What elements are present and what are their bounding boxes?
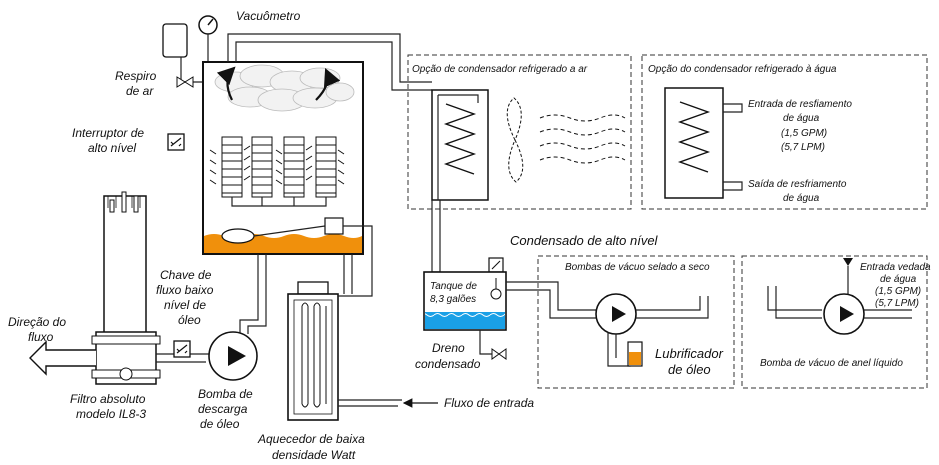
- water-condenser: [664, 87, 743, 199]
- air-condenser-option-box: [407, 54, 632, 210]
- entrada-vedada-1: Entrada vedada: [860, 262, 931, 273]
- dreno-label-1: Dreno: [432, 341, 465, 355]
- entrada-resfriamento-3: (1,5 GPM): [781, 128, 827, 139]
- opcao-agua-label: Opção do condensador refrigerado à água: [648, 64, 837, 75]
- float: [221, 228, 255, 244]
- anel-liquido-label: Bomba de vácuo de anel líquido: [760, 358, 903, 369]
- water-condenser-option-box: [641, 54, 928, 210]
- tank-high-level-switch-icon: [488, 257, 504, 273]
- tank-to-pump-line: [506, 281, 598, 319]
- interruptor-label-1: Interruptor de: [72, 126, 144, 140]
- bomba-label-1: Bomba de: [198, 387, 253, 401]
- condensate-tank: [423, 271, 507, 331]
- liquid-ring-option-box: [741, 255, 928, 389]
- bomba-label-2: descarga: [198, 402, 248, 416]
- filtro-label-2: modelo IL8-3: [76, 407, 146, 421]
- dreno-label-2: condensado: [415, 357, 481, 371]
- chave-label-2: fluxo baixo: [156, 283, 214, 297]
- interruptor-label-2: alto nível: [88, 141, 136, 155]
- high-level-switch-icon: [167, 133, 185, 151]
- vacuometro-label: Vacuômetro: [236, 9, 301, 23]
- chave-label-1: Chave de: [160, 268, 212, 282]
- direcao-label-2: fluxo: [28, 330, 54, 344]
- condensate-line: [431, 200, 441, 273]
- fluxo-entrada-label: Fluxo de entrada: [444, 396, 534, 410]
- vacuum-gauge: [198, 15, 218, 62]
- main-vessel: [202, 61, 364, 255]
- entrada-vedada-3: (1,5 GPM): [875, 286, 921, 297]
- saida-resfriamento-2: de água: [783, 193, 820, 204]
- bombas-seco-label: Bombas de vácuo selado a seco: [565, 262, 710, 273]
- absolute-filter: [29, 191, 212, 385]
- oil-discharge-pump: [208, 254, 267, 381]
- fan-icon: [506, 97, 524, 183]
- vapor-line: [227, 33, 432, 91]
- tanque-label-1: Tanque de: [430, 281, 477, 292]
- saida-resfriamento-1: Saída de resfriamento: [748, 179, 847, 190]
- air-condenser: [431, 89, 489, 201]
- filtro-label-1: Filtro absoluto: [70, 392, 146, 406]
- respiro-label-2: de ar: [126, 84, 154, 98]
- aquecedor-label-2: densidade Watt: [272, 448, 356, 462]
- entrada-resfriamento-2: de água: [783, 113, 820, 124]
- vapor-cloud: [214, 64, 355, 112]
- liquid-ring-vacuum-pump: [767, 258, 912, 335]
- low-oil-switch-icon: [173, 340, 191, 358]
- air-breather: [162, 23, 203, 88]
- respiro-label-1: Respiro: [115, 69, 157, 83]
- entrada-vedada-2: de água: [880, 274, 917, 285]
- bomba-label-3: de óleo: [200, 417, 240, 431]
- opcao-ar-label: Opção de condensador refrigerado a ar: [412, 64, 588, 75]
- aquecedor-label-1: Aquecedor de baixa: [257, 432, 365, 446]
- entrada-resfriamento-4: (5,7 LPM): [781, 142, 825, 153]
- entrada-resfriamento-1: Entrada de resfiamento: [748, 99, 852, 110]
- tanque-label-2: 8,3 galões: [430, 294, 476, 305]
- vessel-coils: [221, 136, 337, 207]
- chave-label-3: nível de: [164, 298, 206, 312]
- dry-pump-option-box: [537, 255, 735, 389]
- lubrificador-label-1: Lubrificador: [655, 346, 724, 361]
- condensado-alto-label: Condensado de alto nível: [510, 233, 659, 248]
- air-flow-icon: [539, 114, 626, 164]
- entrada-vedada-4: (5,7 LPM): [875, 298, 919, 309]
- drain-valve: [479, 330, 507, 360]
- dry-vacuum-pump: [595, 293, 709, 367]
- level-switch-box: [324, 217, 344, 235]
- chave-label-4: óleo: [178, 313, 201, 327]
- direcao-label-1: Direção do: [8, 315, 66, 329]
- low-watt-heater: [287, 225, 402, 421]
- lubrificador-label-2: de óleo: [668, 362, 711, 377]
